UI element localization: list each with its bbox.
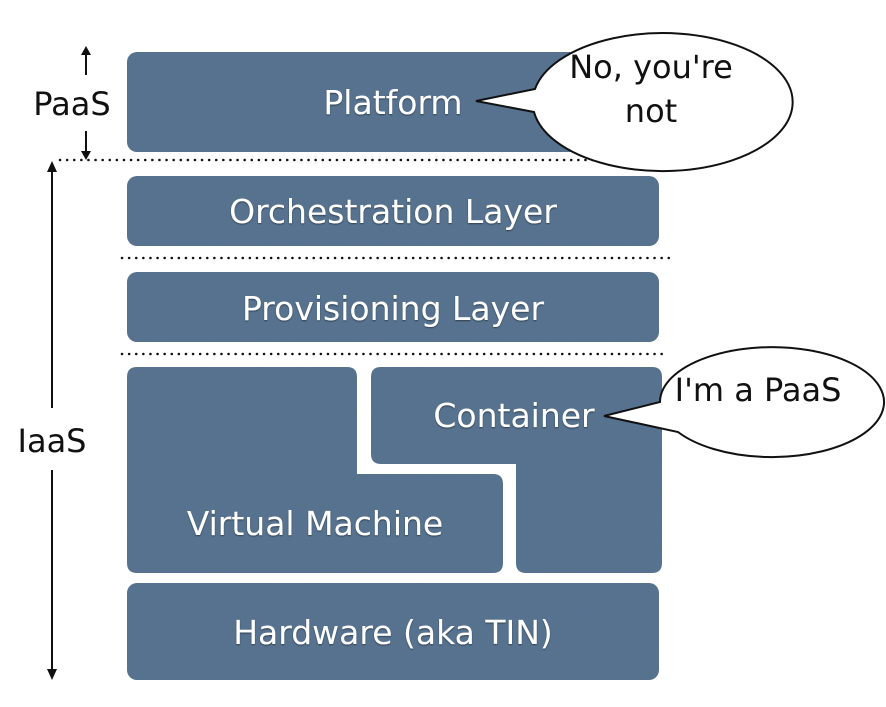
virtual-machine-label: Virtual Machine	[187, 504, 443, 543]
paas-label: PaaS	[33, 85, 110, 123]
container-label: Container	[433, 396, 595, 435]
iaas-indicator: IaaS	[18, 161, 87, 680]
hardware-block	[127, 583, 659, 680]
platform-speech-bubble: No, you're not	[475, 32, 794, 173]
platform-bubble-line1: No, you're	[569, 48, 733, 86]
hardware-label: Hardware (aka TIN)	[233, 613, 553, 652]
paas-indicator: PaaS	[33, 46, 111, 160]
platform-label: Platform	[323, 83, 462, 122]
virtual-machine-block	[127, 367, 503, 573]
provisioning-label: Provisioning Layer	[242, 289, 544, 328]
container-bubble-text: I'm a PaaS	[675, 371, 842, 409]
orchestration-label: Orchestration Layer	[229, 192, 557, 231]
platform-block	[127, 52, 660, 152]
container-block	[371, 367, 662, 573]
orchestration-block	[127, 176, 659, 246]
provisioning-block	[127, 272, 659, 342]
separators	[58, 158, 682, 356]
iaas-label: IaaS	[18, 422, 87, 460]
platform-bubble-line2: not	[625, 92, 677, 130]
container-speech-bubble: I'm a PaaS	[603, 346, 885, 459]
